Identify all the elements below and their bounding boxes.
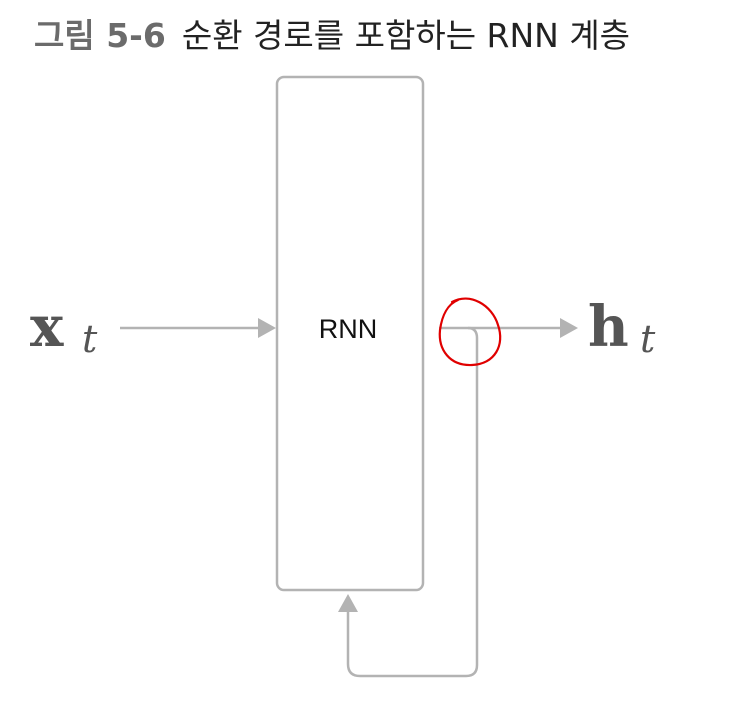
rnn-layer-label: RNN <box>319 314 378 344</box>
annotation-circle <box>438 297 502 367</box>
recurrent-loop-arrowhead <box>338 594 358 612</box>
figure-caption: 그림 5-6 순환 경로를 포함하는 RNN 계층 <box>34 14 734 58</box>
input-symbol-main: x <box>30 294 64 360</box>
output-arrowhead <box>560 318 578 338</box>
input-symbol: x <box>30 294 64 360</box>
output-symbol: h <box>588 294 629 360</box>
rnn-layer-box <box>275 75 425 592</box>
input-symbol-subscript: t <box>82 317 98 361</box>
figure-number: 그림 5-6 <box>34 16 166 55</box>
figure-title: 순환 경로를 포함하는 RNN 계층 <box>181 16 631 55</box>
output-symbol-subscript: t <box>640 317 656 361</box>
recurrent-loop-path <box>346 326 479 678</box>
output-symbol-main: h <box>588 294 629 360</box>
input-arrowhead <box>258 318 276 338</box>
